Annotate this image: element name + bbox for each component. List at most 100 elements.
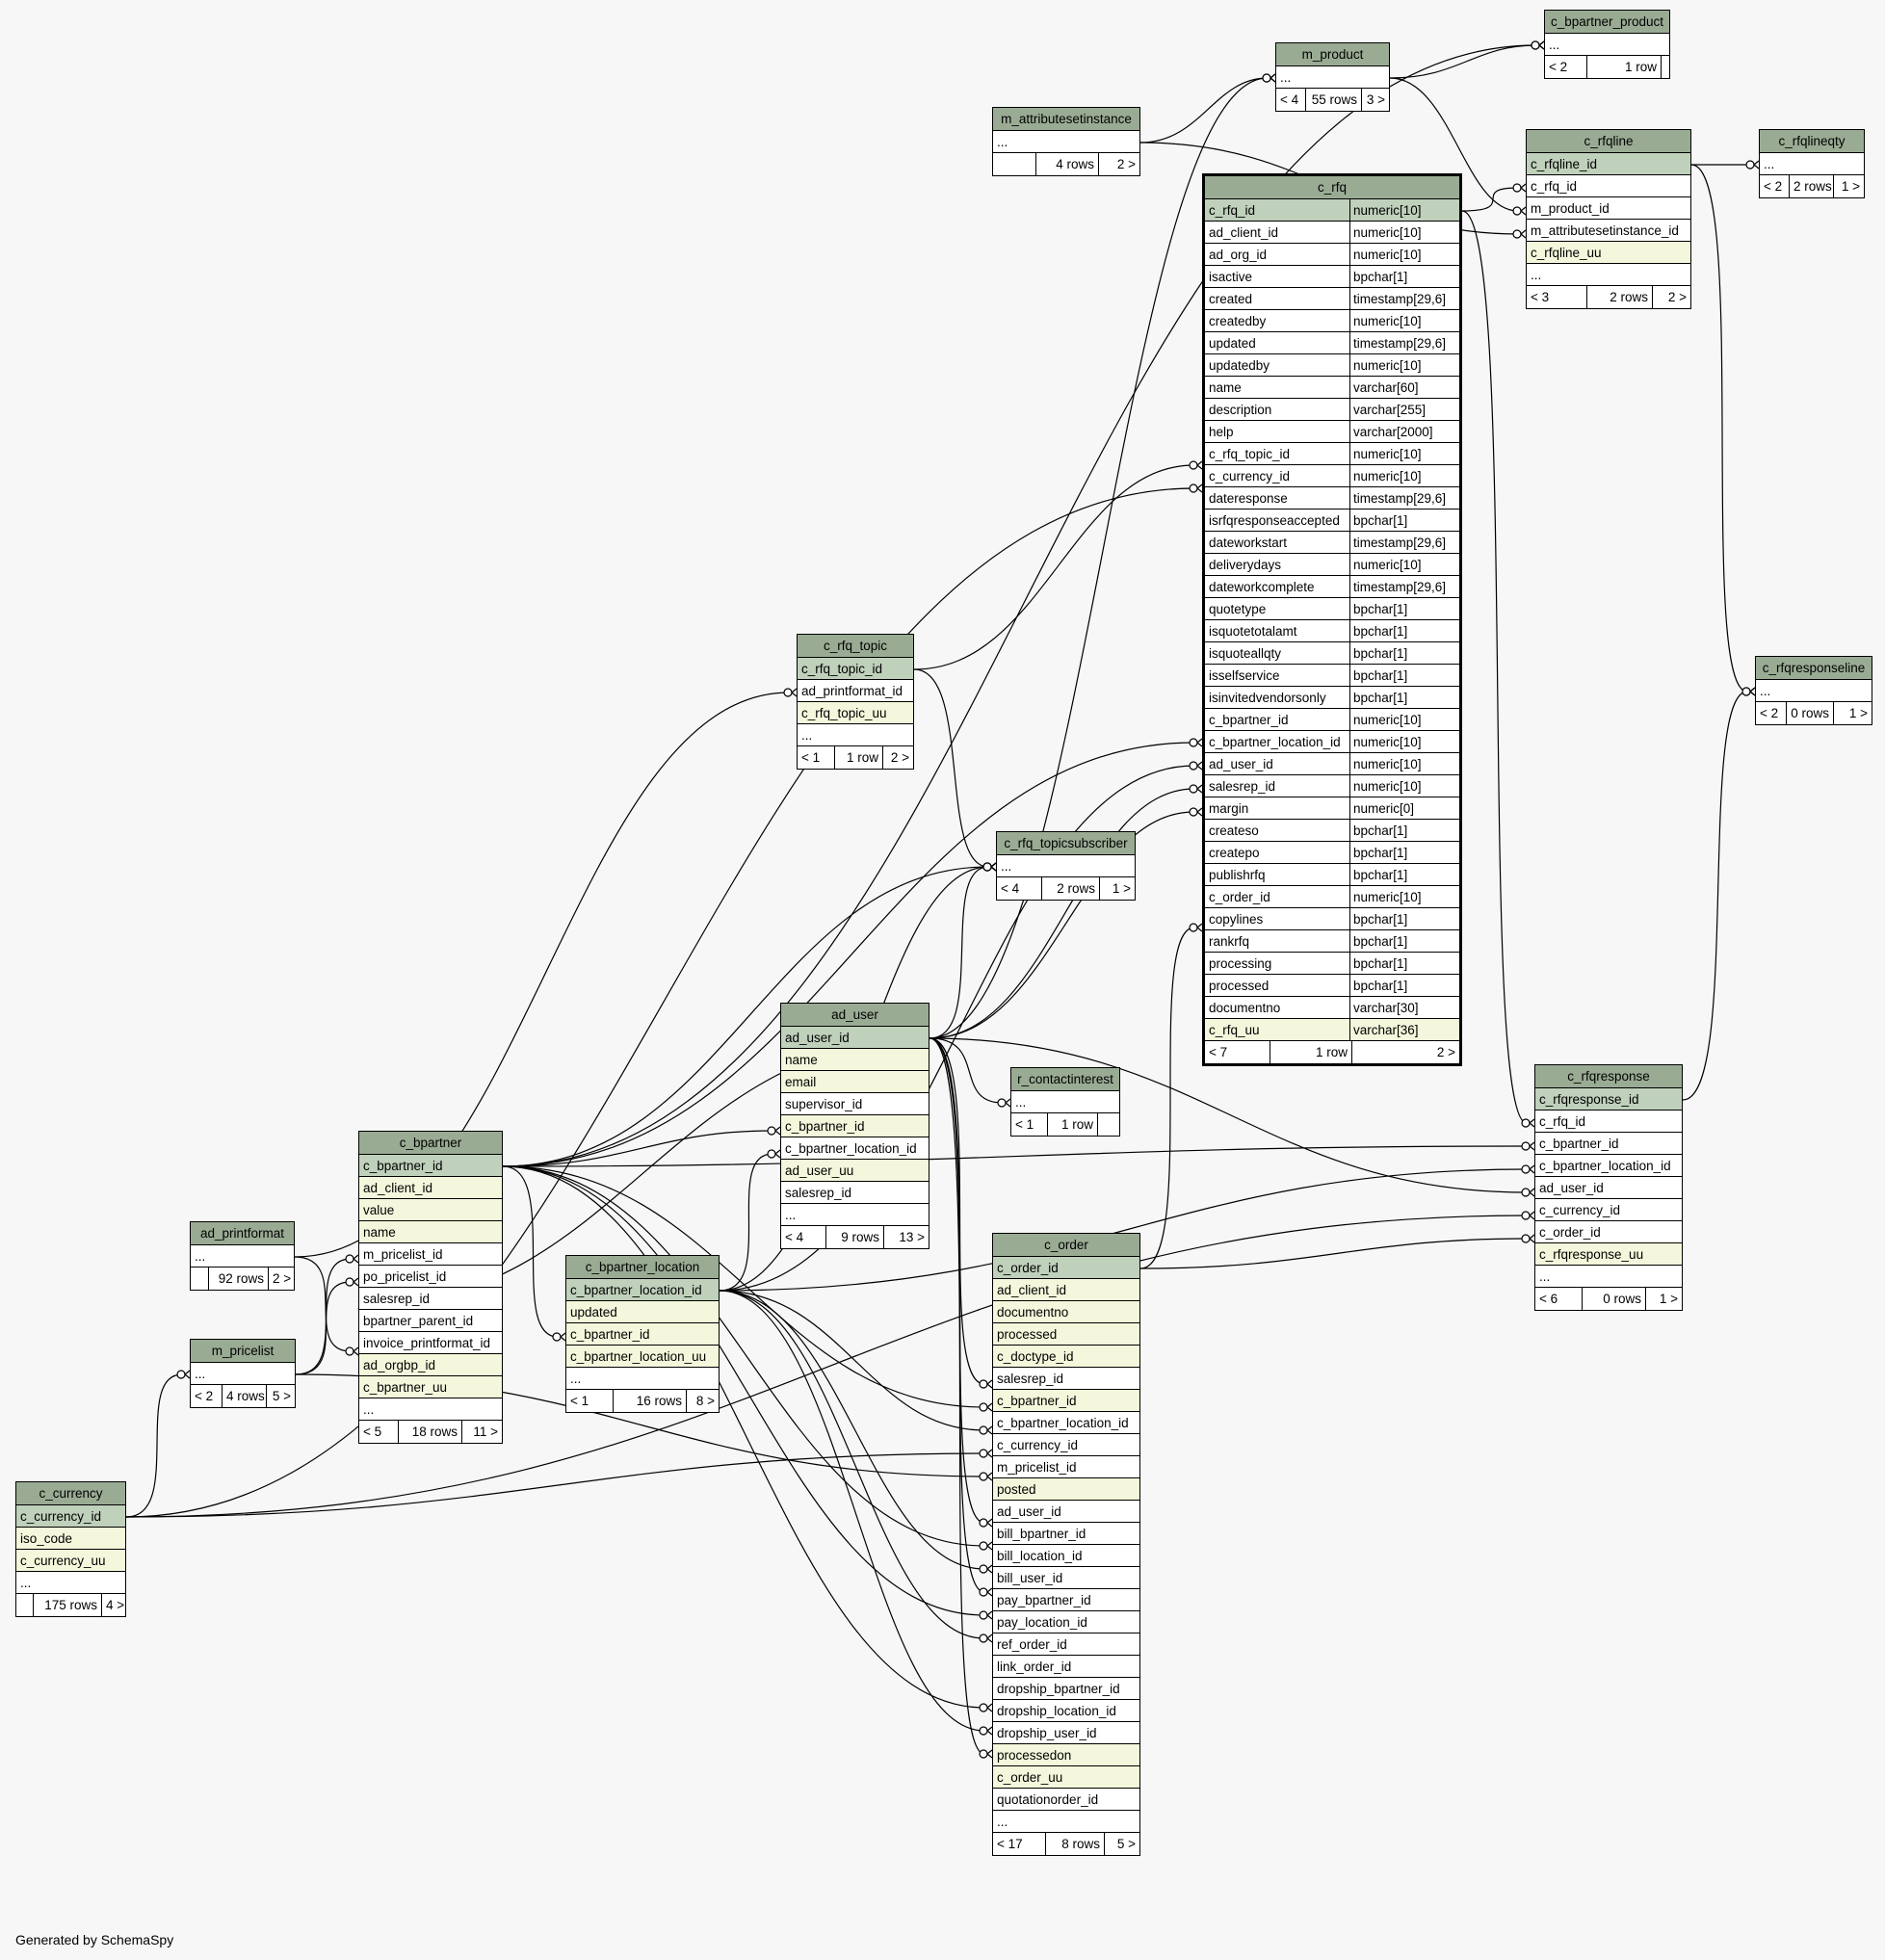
relationship-c-bpartner-to-c-rfq (502, 742, 1195, 1167)
table-header: c_bpartner (359, 1132, 502, 1155)
column-name: c_rfq_topic_id (1209, 447, 1291, 461)
footer-cell-3: 8 > (686, 1390, 719, 1412)
column-name: dateresponse (1209, 491, 1288, 506)
zero-many-marker (1521, 1164, 1531, 1174)
footer-cell-1: < 2 (1549, 60, 1568, 74)
footer-cell-3: 1 > (1645, 1288, 1682, 1310)
column-name: createpo (1209, 846, 1260, 860)
crow-foot-marker (1520, 206, 1527, 216)
column-name: processed (997, 1327, 1058, 1342)
footer-cell-1: < 2 (195, 1389, 214, 1403)
footer-cell-3: 2 > (1652, 286, 1690, 308)
crow-foot-marker (353, 1277, 359, 1287)
zero-many-marker (345, 1277, 354, 1287)
column-name: ... (1280, 70, 1292, 85)
column-name: c_rfqresponse_id (1539, 1092, 1639, 1107)
zero-many-marker (979, 1587, 988, 1597)
table-column: c_currency_id (1535, 1199, 1682, 1221)
column-name: c_rfq_id (1209, 203, 1256, 218)
column-type: varchar[30] (1349, 997, 1459, 1018)
column-name: ad_user_id (997, 1504, 1061, 1519)
zero-many-marker (1512, 206, 1522, 216)
footer-cell-2: 9 rows (825, 1226, 883, 1248)
column-name: name (785, 1053, 818, 1067)
column-name: isselfservice (1209, 668, 1280, 683)
column-name: c_rfqline_uu (1531, 246, 1602, 260)
footer-cell-1: < 1 (1015, 1117, 1034, 1132)
column-name: c_rfq_uu (1209, 1023, 1260, 1037)
zero-many-marker (1189, 483, 1198, 493)
column-name: salesrep_id (1209, 779, 1276, 794)
zero-many-marker (1531, 40, 1540, 50)
zero-many-marker (552, 1332, 562, 1342)
relationship-c-bpartner-to-c-bpartner-product (502, 44, 1537, 1167)
table-column: salesrep_id (359, 1288, 502, 1310)
crow-foot-marker (1529, 1164, 1535, 1174)
column-name: processed (1209, 979, 1270, 993)
column-name: ad_org_id (1209, 248, 1268, 262)
column-name: m_attributesetinstance_id (1531, 223, 1679, 238)
column-name: c_bpartner_location_id (785, 1141, 917, 1156)
column-name: c_rfqline_id (1531, 157, 1598, 171)
footer-cell-1: < 2 (1760, 706, 1779, 720)
column-name: processing (1209, 956, 1272, 971)
zero-many-marker (979, 1449, 988, 1458)
footer-cell-2: 55 rows (1305, 89, 1361, 111)
footer-cell-1: < 17 (997, 1837, 1023, 1851)
table-header: m_attributesetinstance (993, 108, 1139, 131)
crow-foot-marker (353, 1254, 359, 1264)
zero-many-marker (1512, 183, 1522, 193)
column-name: ... (1760, 684, 1771, 698)
crow-foot-marker (990, 862, 997, 872)
zero-many-marker (1745, 160, 1755, 170)
column-name: m_pricelist_id (997, 1460, 1077, 1475)
crow-foot-marker (986, 1425, 993, 1435)
column-name: ... (997, 1815, 1008, 1829)
footer-cell-1: < 4 (785, 1230, 804, 1244)
table-column: c_rfqresponse_id (1535, 1088, 1682, 1111)
table-column: ad_orgbp_id (359, 1354, 502, 1376)
footer-cell-1: < 6 (1539, 1292, 1558, 1306)
footer-cell-2: 1 row (834, 746, 882, 769)
table-column: ... (191, 1245, 294, 1267)
zero-many-marker (979, 1518, 988, 1528)
zero-many-marker (176, 1370, 186, 1379)
relationship-ad-user-to-c-order (929, 1037, 985, 1755)
column-type: numeric[0] (1349, 797, 1459, 819)
relationship-ad-user-to-m-product (929, 77, 1269, 1039)
table-header: m_pricelist (191, 1340, 295, 1363)
column-type: numeric[10] (1349, 753, 1459, 774)
table-column: bpartner_parent_id (359, 1310, 502, 1332)
table-header: m_product (1276, 43, 1389, 66)
relationship-c-bpartner-location-to-c-order (719, 1290, 985, 1431)
column-name: created (1209, 292, 1253, 306)
footer-cell-2: 1 row (1047, 1113, 1097, 1136)
table-column: ... (1756, 680, 1872, 702)
zero-many-marker (1189, 807, 1198, 817)
